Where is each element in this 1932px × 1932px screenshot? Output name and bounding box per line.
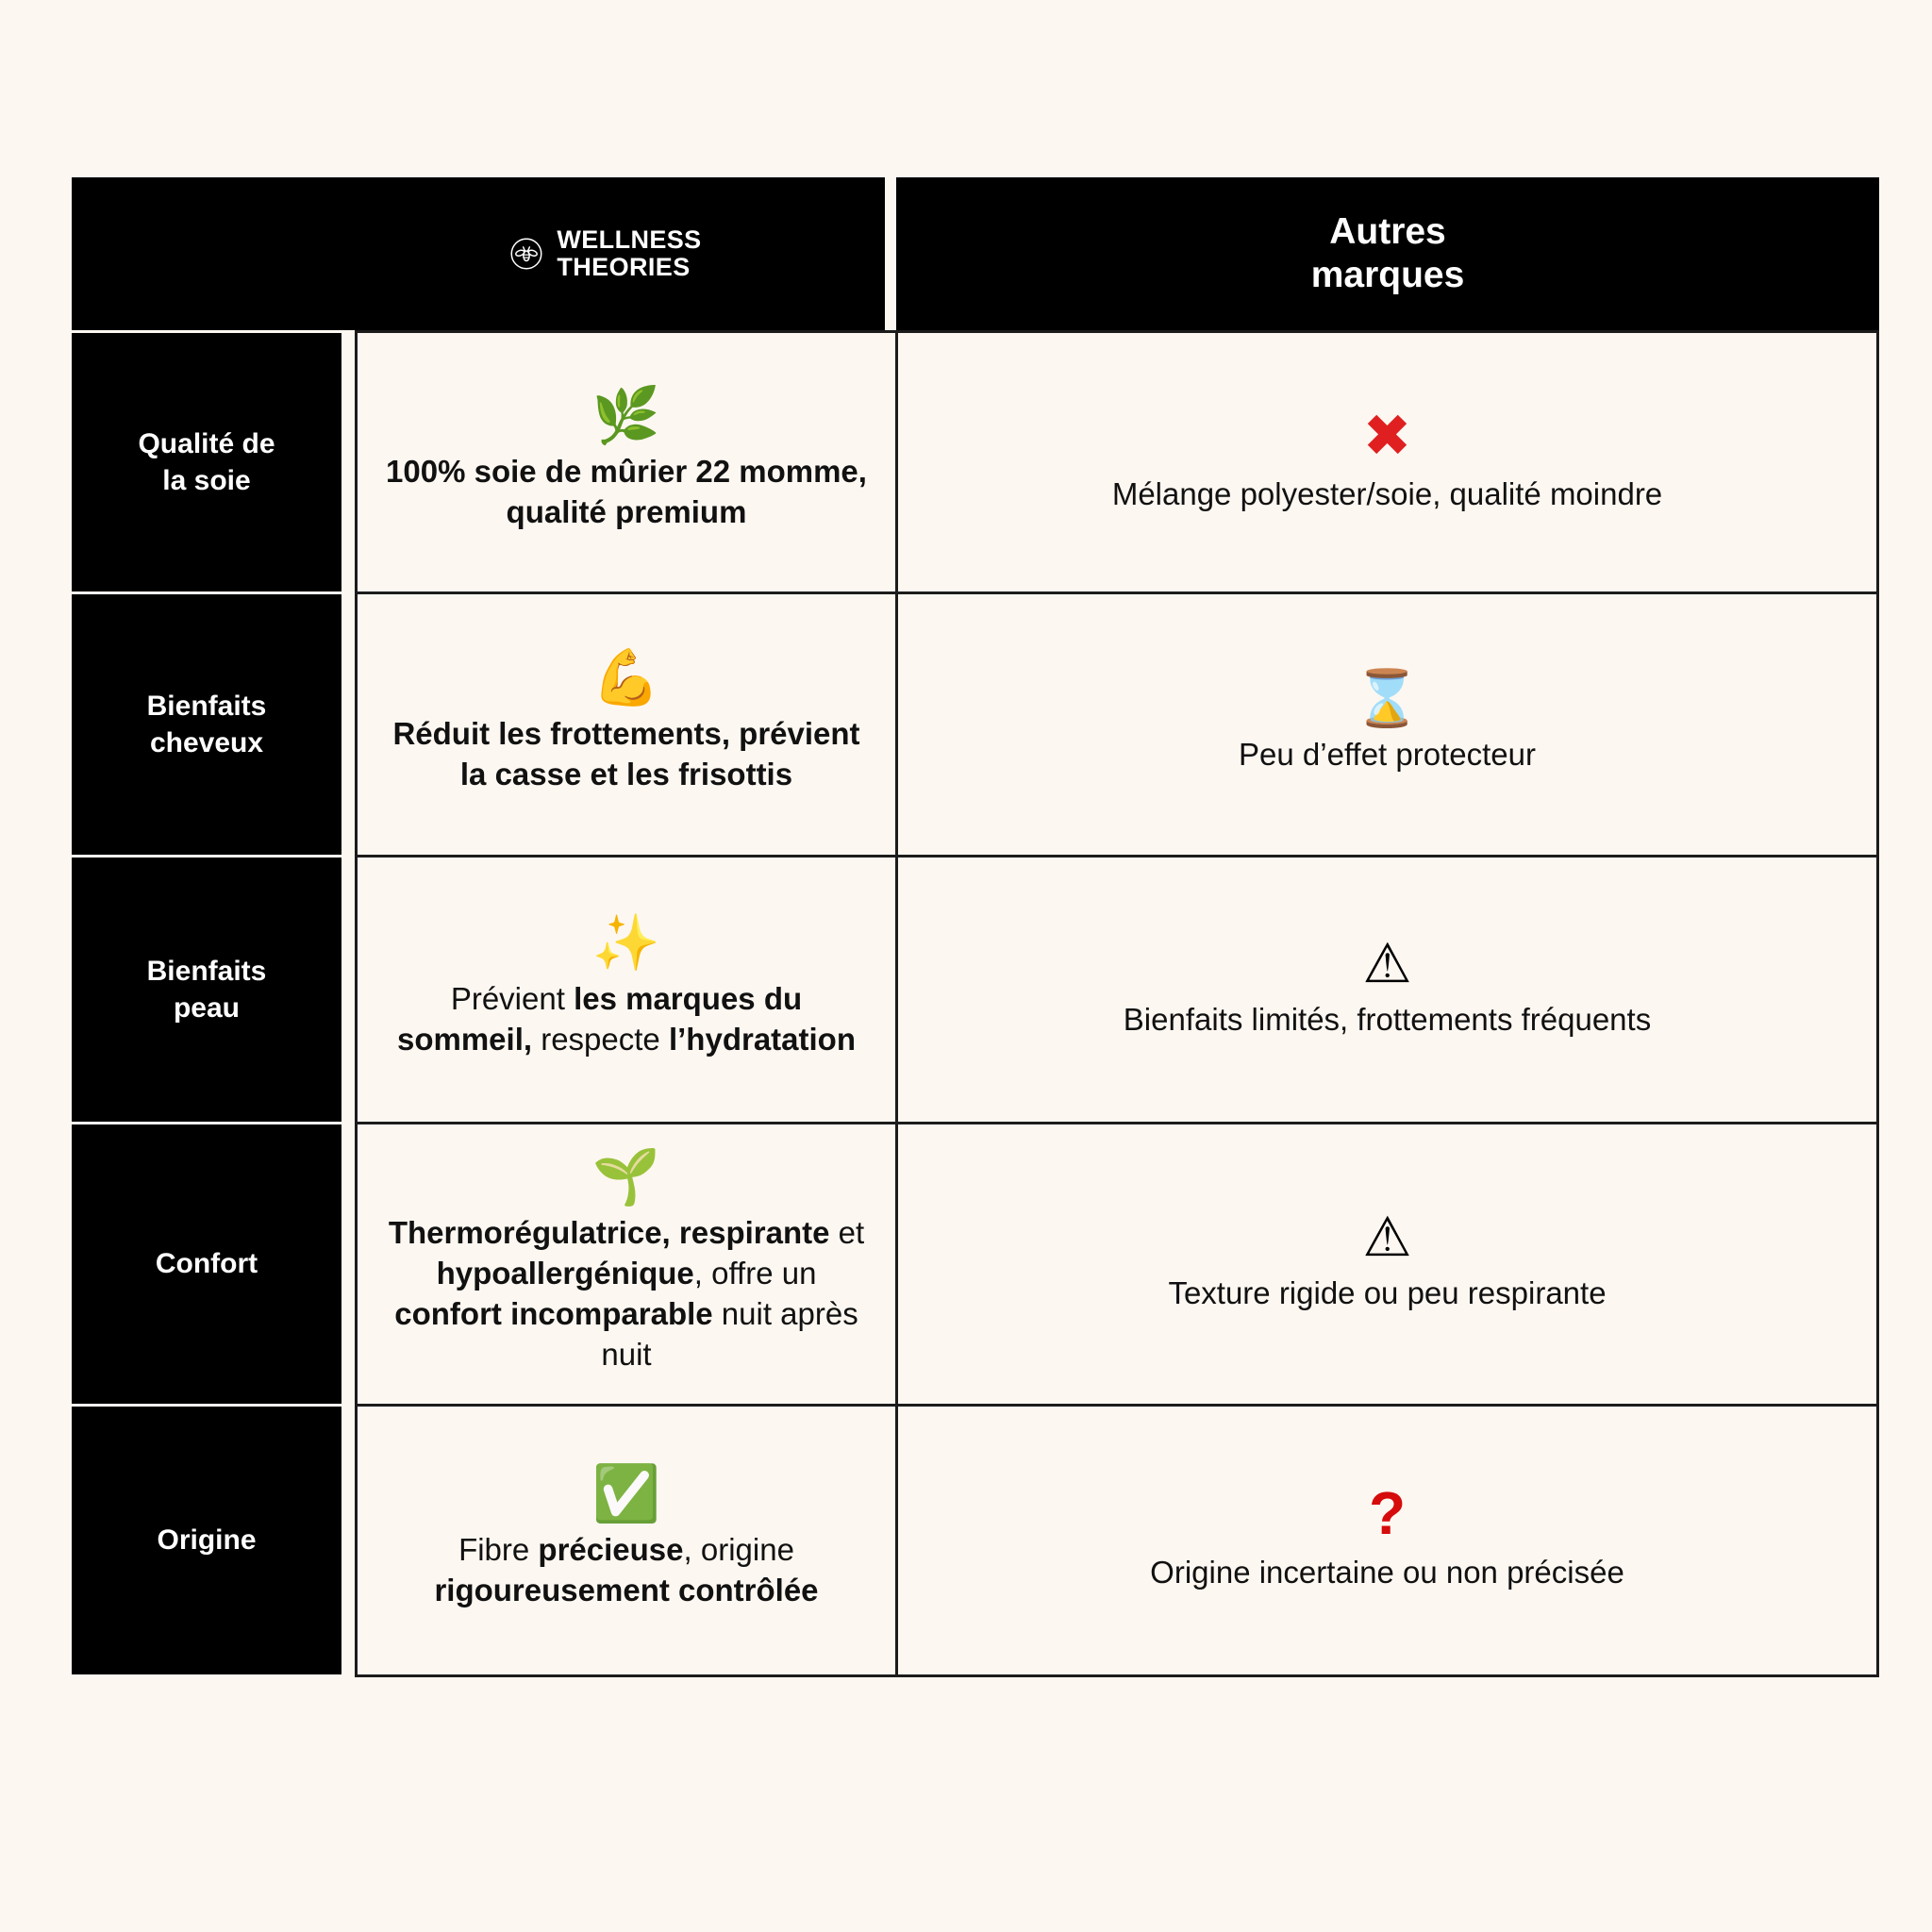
table-header-row: WELLNESS THEORIES Autres marques xyxy=(72,177,1879,330)
cell-other-origine: ? Origine incertaine ou non précisée xyxy=(898,1403,1879,1677)
cell-other-qualite: ✖ Mélange polyester/soie, qualité moindr… xyxy=(898,330,1879,594)
brand-name: WELLNESS THEORIES xyxy=(557,225,702,281)
bee-in-circle-icon xyxy=(509,237,543,271)
green-check-mark-icon: ✅ xyxy=(591,1460,661,1525)
table-body: Qualité de la soie 🌿 100% soie de mûrier… xyxy=(72,330,1879,1677)
row-label-confort: Confort xyxy=(72,1122,341,1407)
table-row: Bienfaits peau ✨ Prévient les marques du… xyxy=(72,855,1879,1124)
cell-text: Prévient les marques du sommeil, respect… xyxy=(396,981,856,1057)
cell-wellness-cheveux: 💪 Réduit les frottements, prévient la ca… xyxy=(355,591,898,858)
other-brands-title: Autres marques xyxy=(1310,211,1465,295)
table-row: Bienfaits cheveux 💪 Réduit les frottemen… xyxy=(72,591,1879,858)
hourglass-icon: ⌛ xyxy=(1353,665,1422,730)
cross-mark-icon: ✖ xyxy=(1362,400,1412,470)
flexed-biceps-icon: 💪 xyxy=(591,645,661,710)
table-row: Qualité de la soie 🌿 100% soie de mûrier… xyxy=(72,330,1879,594)
cell-text: Fibre précieuse, origine rigoureusement … xyxy=(434,1531,819,1607)
label-gutter xyxy=(341,1122,355,1407)
cell-text: Texture rigide ou peu respirante xyxy=(1168,1275,1607,1311)
seedling-icon: 🌱 xyxy=(591,1144,661,1208)
cell-wellness-origine: ✅ Fibre précieuse, origine rigoureusemen… xyxy=(355,1403,898,1677)
cell-wellness-qualite: 🌿 100% soie de mûrier 22 momme, qualité … xyxy=(355,330,898,594)
label-gutter xyxy=(341,1403,355,1677)
cell-text: Réduit les frottements, prévient la cass… xyxy=(392,716,860,791)
cell-text: 100% soie de mûrier 22 momme, qualité pr… xyxy=(386,454,867,529)
sparkles-icon: ✨ xyxy=(591,910,661,975)
brand-lockup: WELLNESS THEORIES xyxy=(509,225,702,281)
header-cell-other-brands: Autres marques xyxy=(896,177,1879,330)
cell-text: Peu d’effet protecteur xyxy=(1239,736,1536,772)
comparison-table: WELLNESS THEORIES Autres marques Qualité… xyxy=(72,177,1879,1677)
row-label-bienfaits-cheveux: Bienfaits cheveux xyxy=(72,591,341,858)
header-cell-wellness-theories: WELLNESS THEORIES xyxy=(72,177,885,330)
cell-text: Mélange polyester/soie, qualité moindre xyxy=(1111,475,1663,511)
warning-triangle-icon: ⚠ xyxy=(1362,930,1412,995)
label-gutter xyxy=(341,855,355,1124)
cell-text: Thermorégulatrice, respirante et hypoall… xyxy=(388,1215,865,1372)
row-label-bienfaits-peau: Bienfaits peau xyxy=(72,855,341,1124)
cell-text: Bienfaits limités, frottements fréquents xyxy=(1123,1001,1652,1037)
table-row: Origine ✅ Fibre précieuse, origine rigou… xyxy=(72,1403,1879,1677)
row-label-origine: Origine xyxy=(72,1403,341,1677)
cell-wellness-confort: 🌱 Thermorégulatrice, respirante et hypoa… xyxy=(355,1122,898,1407)
cell-other-cheveux: ⌛ Peu d’effet protecteur xyxy=(898,591,1879,858)
warning-triangle-icon: ⚠ xyxy=(1362,1205,1412,1270)
label-gutter xyxy=(341,330,355,594)
row-label-qualite-de-la-soie: Qualité de la soie xyxy=(72,330,341,594)
question-mark-icon: ? xyxy=(1368,1479,1407,1548)
cell-other-peau: ⚠ Bienfaits limités, frottements fréquen… xyxy=(898,855,1879,1124)
table-row: Confort 🌱 Thermorégulatrice, respirante … xyxy=(72,1122,1879,1407)
cell-text: Origine incertaine ou non précisée xyxy=(1150,1555,1624,1591)
cell-other-confort: ⚠ Texture rigide ou peu respirante xyxy=(898,1122,1879,1407)
cell-wellness-peau: ✨ Prévient les marques du sommeil, respe… xyxy=(355,855,898,1124)
label-gutter xyxy=(341,591,355,858)
herb-leaf-icon: 🌿 xyxy=(591,383,661,448)
